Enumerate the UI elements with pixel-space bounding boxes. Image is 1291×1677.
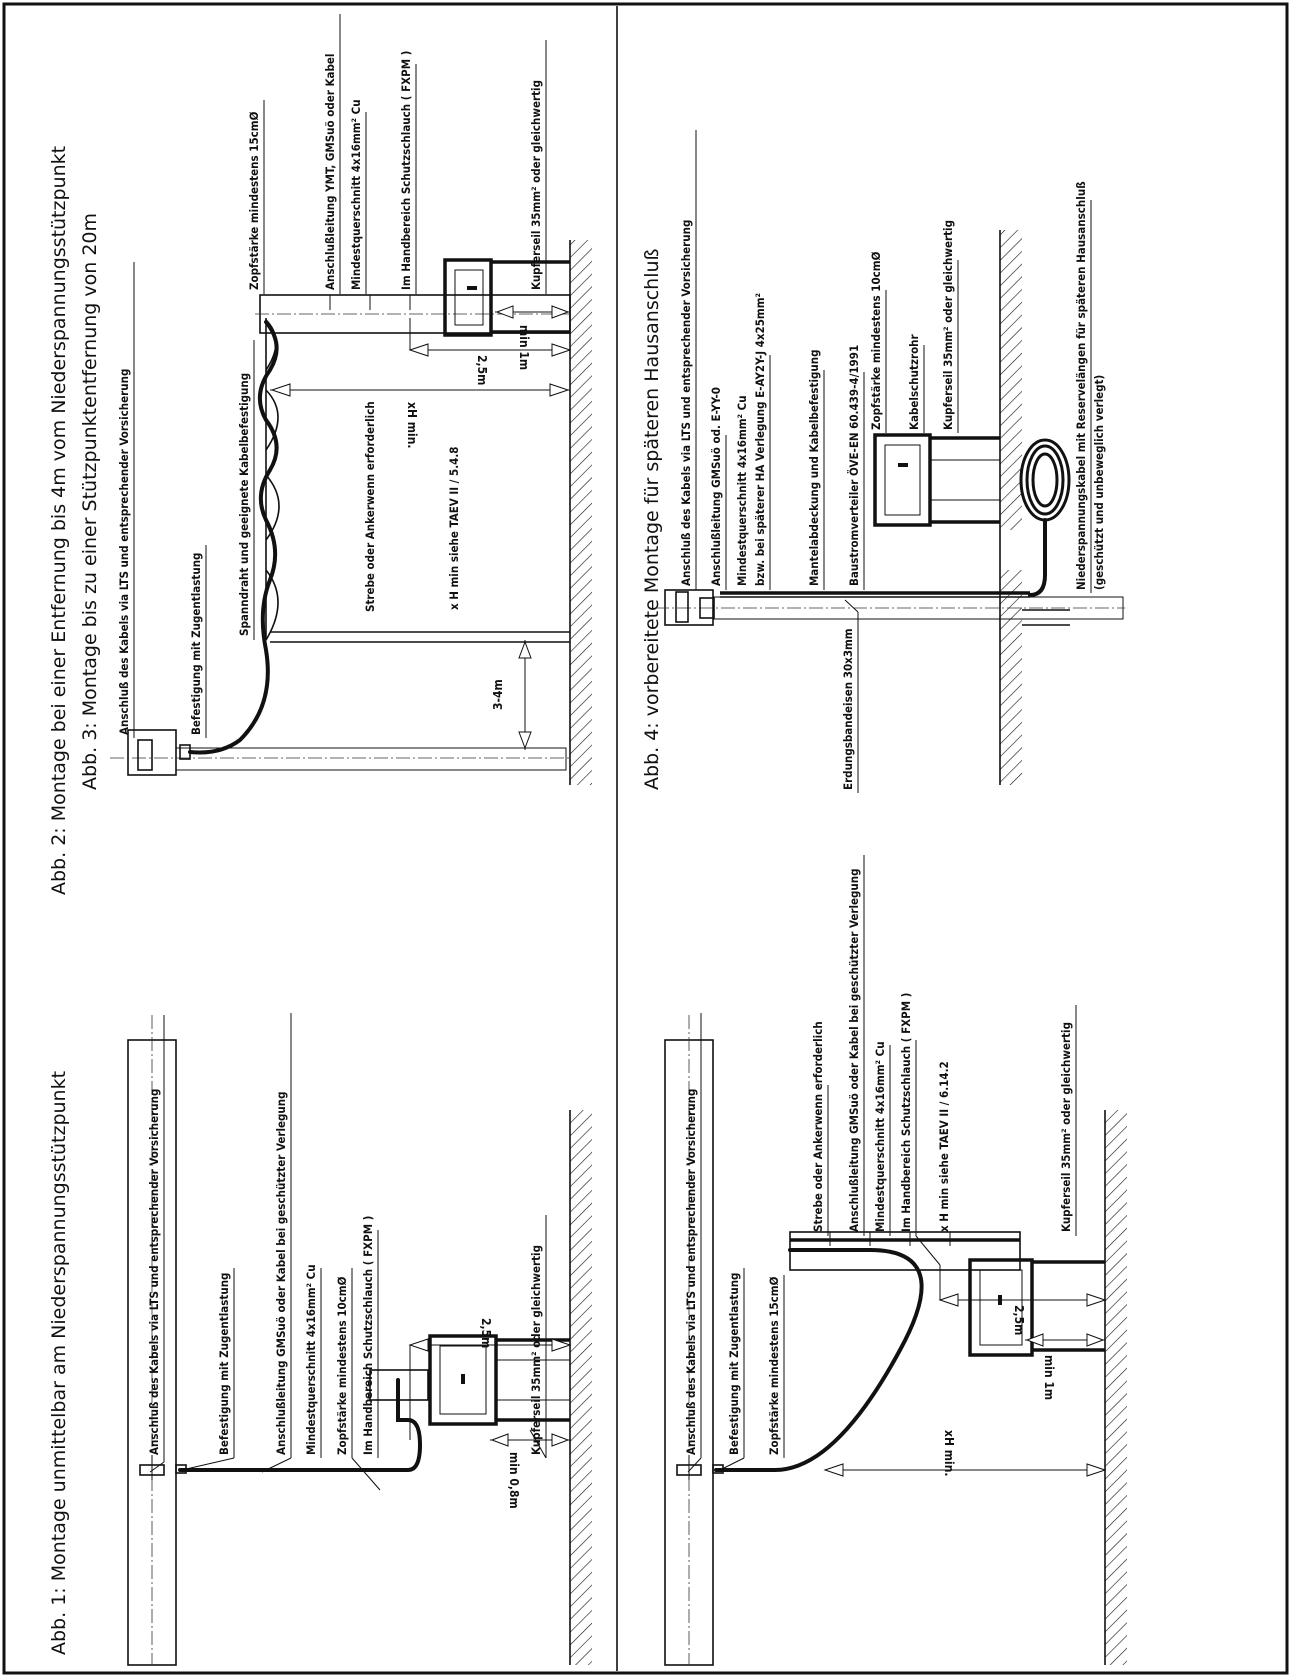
abb3-cable <box>188 320 279 755</box>
abb4-label-erdung: Erdungsbandeisen 30x3mm <box>841 628 855 790</box>
abb4-clamp <box>699 597 715 619</box>
abb4-label-anschlussleitung: Anschlußleitung GMSuö od. E-YY-0 <box>709 387 723 586</box>
abb2-label-zopfstaerke: Zopfstärke mindestens 15cmØ <box>767 1276 781 1455</box>
abb1-distribution-box <box>428 1334 498 1426</box>
abb2-label-schutzschlauch: Im Handbereich Schutzschlauch ( FXPM ) <box>899 993 913 1232</box>
abb3-title: Abb. 3: Montage bis zu einer Stützpunkte… <box>79 213 101 790</box>
abb3-label-querschnitt: Mindestquerschnitt 4x16mm² Cu <box>349 99 363 290</box>
abb4-ground-hatch-upper <box>1000 230 1022 530</box>
abb3-dim-2-5m: 2,5m <box>475 355 489 385</box>
abb4-label-kupferseil: Kupferseil 35mm² oder gleichwertig <box>941 220 955 430</box>
abb3-pole-lower <box>175 747 567 771</box>
abb2-label-strebe: Strebe oder Ankerwenn erforderlich <box>811 1021 825 1232</box>
abb3-dim-3-4m: 3-4m <box>491 679 505 710</box>
abb4-label-nskabel: Niederspannungskabel mit Reservelängen f… <box>1074 181 1088 590</box>
abb1-ground-hatch <box>570 1110 592 1665</box>
abb1-label-lts: Anschluß des Kabels via LTS und entsprec… <box>147 1089 161 1455</box>
abb4-label-bzw: bzw. bei späterer HA Verlegung E-AY2Y-J … <box>753 293 767 586</box>
abb2-title: Abb. 2: Montage bei einer Entfernung bis… <box>48 146 70 895</box>
abb1-label-zopfstaerke: Zopfstärke mindestens 10cmØ <box>335 1276 349 1455</box>
abb1-label-querschnitt: Mindestquerschnitt 4x16mm² Cu <box>304 1264 318 1455</box>
figure-abb1: Abb. 1: Montage unmittelbar am Niederspa… <box>48 1013 592 1666</box>
abb2-ground-hatch <box>1105 1110 1127 1665</box>
abb4-title: Abb. 4: vorbereitete Montage für spätere… <box>641 248 663 790</box>
abb4-label-kabelschutzrohr: Kabelschutzrohr <box>907 333 921 430</box>
abb4-label-baustromverteiler: Baustromverteiler ÖVE-EN 60.439-4/1991 <box>846 345 861 586</box>
abb4-ground-hatch-lower <box>1000 570 1022 785</box>
abb2-dim-2-5m: 2,5m <box>1012 1305 1026 1335</box>
abb4-label-querschnitt: Mindestquerschnitt 4x16mm² Cu <box>735 395 749 586</box>
abb2-dim-min-1m: min 1m <box>1042 1355 1056 1400</box>
abb2-distribution-box <box>968 1258 1034 1357</box>
abb2-label-lts: Anschluß des Kabels via LTS und entsprec… <box>684 1089 698 1455</box>
abb1-label-schutzschlauch: Im Handbereich Schutzschlauch ( FXPM ) <box>361 1216 375 1455</box>
abb3-label-kupferseil: Kupferseil 35mm² oder gleichwertig <box>529 80 543 290</box>
abb1-title: Abb. 1: Montage unmittelbar am Niederspa… <box>48 1071 70 1655</box>
abb1-label-anschlussleitung: Anschlußleitung GMSuö oder Kabel bei ges… <box>274 1091 288 1455</box>
abb2-label-group: Anschluß des Kabels via LTS und entsprec… <box>684 855 1077 1473</box>
abb2-short-pole <box>789 1231 1021 1271</box>
abb2-label-zugentlastung: Befestigung mit Zugentlastung <box>727 1273 741 1455</box>
abb3-label-strebe: Strebe oder Ankerwenn erforderlich <box>363 401 377 612</box>
abb2-label-hmin-note: x H min siehe TAEV II / 6.14.2 <box>937 1061 951 1232</box>
abb4-label-nskabel-note: (geschützt und unbeweglich verlegt) <box>1092 375 1106 590</box>
abb4-label-lts: Anschluß des Kabels via LTS und entsprec… <box>679 220 693 586</box>
abb3-lts-fitting <box>137 739 153 771</box>
abb2-cable <box>714 1248 924 1472</box>
abb3-ground-hatch <box>570 240 592 785</box>
abb3-label-group: Anschluß des Kabels via LTS und entsprec… <box>117 14 547 738</box>
abb3-dim-hmin: xH min. <box>405 402 419 449</box>
abb3-label-zugentlastung: Befestigung mit Zugentlastung <box>189 553 203 735</box>
abb2-label-querschnitt: Mindestquerschnitt 4x16mm² Cu <box>873 1041 887 1232</box>
abb1-dim-2-5m: 2,5m <box>479 1318 493 1348</box>
abb3-label-anschlussleitung: Anschlußleitung YMT, GMSuö oder Kabel <box>323 54 337 290</box>
abb3-label-schutzschlauch: Im Handbereich Schutzschlauch ( FXPM ) <box>399 51 413 290</box>
abb3-distribution-box <box>443 258 493 337</box>
abb4-baustromverteiler <box>873 433 932 527</box>
abb4-label-zopfstaerke: Zopfstärke mindestens 10cmØ <box>869 251 883 430</box>
figure-abb2: Abb. 2: Montage bei einer Entfernung bis… <box>48 146 1127 1666</box>
figure-abb3: Abb. 3: Montage bis zu einer Stützpunkte… <box>79 14 592 790</box>
figure-abb4: Abb. 4: vorbereitete Montage für spätere… <box>641 130 1125 793</box>
abb1-label-zugentlastung: Befestigung mit Zugentlastung <box>217 1273 231 1455</box>
abb2-label-kupferseil: Kupferseil 35mm² oder gleichwertig <box>1059 1022 1073 1232</box>
abb4-cable-coil <box>1019 438 1071 522</box>
abb4-cable <box>1028 518 1047 597</box>
abb4-label-mantelabdeckung: Mantelabdeckung und Kabelbefestigung <box>807 349 821 586</box>
abb1-dim-min-0-8m: min 0,8m <box>507 1452 521 1509</box>
abb1-protection-tube <box>369 1369 429 1401</box>
abb3-label-lts: Anschluß des Kabels via LTS und entsprec… <box>117 369 131 735</box>
abb1-label-kupferseil: Kupferseil 35mm² oder gleichwertig <box>529 1245 543 1455</box>
abb3-label-zopfstaerke: Zopfstärke mindestens 15cmØ <box>247 111 261 290</box>
abb1-label-group: Anschluß des Kabels via LTS und entsprec… <box>147 1013 547 1491</box>
abb3-label-spanndraht: Spanndraht und geeignete Kabelbefestigun… <box>237 373 251 636</box>
abb4-pole <box>664 589 714 626</box>
abb3-label-hmin-note: x H min siehe TAEV II / 5.4.8 <box>447 446 461 610</box>
abb2-dim-hmin: xH min. <box>942 1430 956 1477</box>
abb3-dim-min-1m: min 1m <box>517 325 531 370</box>
abb2-label-anschlussleitung: Anschlußleitung GMSuö oder Kabel bei ges… <box>847 868 861 1232</box>
abb4-label-group: Anschluß des Kabels via LTS und entsprec… <box>679 130 1106 793</box>
abb1-cable <box>178 1378 423 1472</box>
abb4-lts-fitting <box>675 591 689 623</box>
